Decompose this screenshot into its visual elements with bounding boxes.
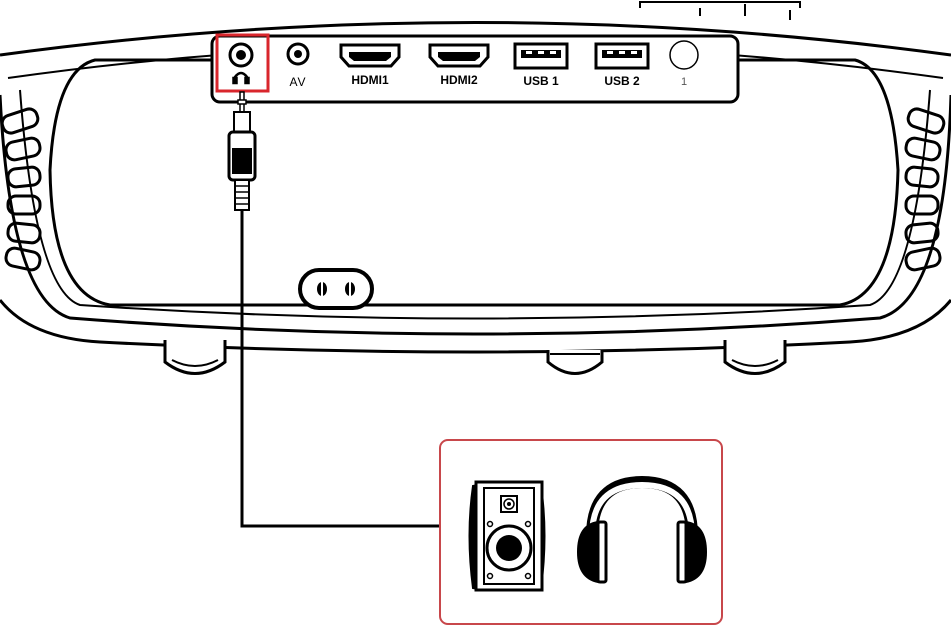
hdmi2-port[interactable] — [428, 43, 490, 68]
projector-feet — [163, 340, 787, 375]
usb1-port[interactable] — [513, 42, 569, 70]
power-inlet-icon — [298, 268, 374, 310]
audio-cable — [240, 210, 440, 528]
audio-out-highlight — [215, 33, 270, 93]
usb2-label: USB 2 — [604, 74, 640, 88]
audio-plug-icon — [227, 91, 257, 211]
left-vents-icon — [0, 107, 42, 272]
hdmi1-port[interactable] — [339, 43, 401, 68]
projector-body — [0, 1, 951, 354]
right-vents-icon — [904, 107, 946, 272]
audio-out-jack[interactable] — [228, 42, 254, 68]
usb1-label: USB 1 — [523, 74, 559, 88]
av-jack[interactable] — [286, 42, 310, 66]
headphones-icon — [576, 475, 708, 584]
ir-receiver-label: 1 — [681, 76, 687, 88]
speaker-icon — [468, 480, 546, 592]
hdmi1-label: HDMI1 — [351, 73, 389, 87]
ir-receiver — [669, 40, 699, 70]
hdmi2-label: HDMI2 — [440, 73, 478, 87]
av-label: AV — [289, 75, 306, 89]
headphone-glyph-icon — [232, 71, 250, 85]
usb2-port[interactable] — [594, 42, 650, 70]
